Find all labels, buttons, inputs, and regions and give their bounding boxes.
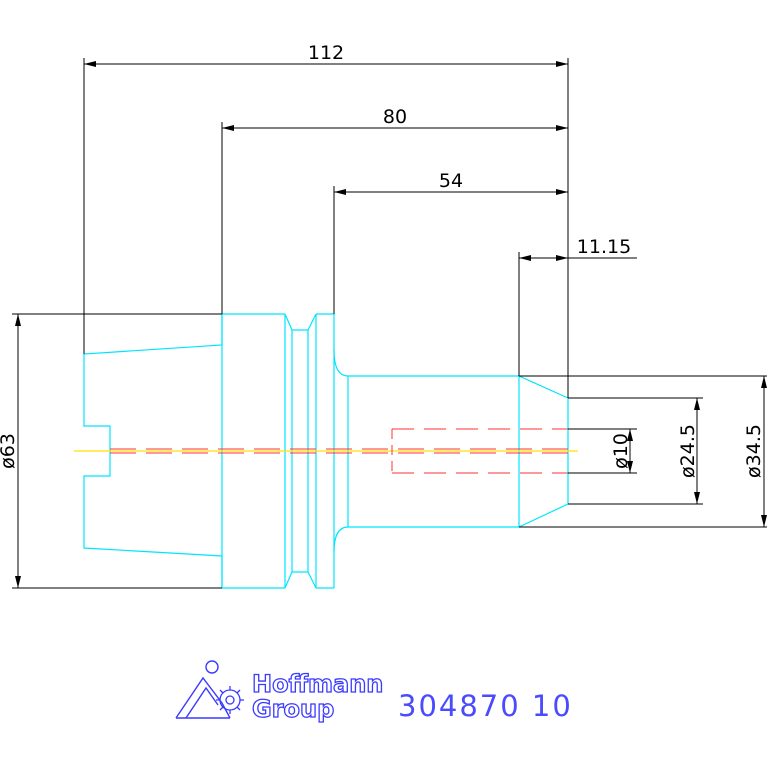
label-dia34-5: ø34.5 xyxy=(743,424,765,478)
hoffmann-logo: Hoffmann Group xyxy=(175,660,384,724)
label-dia63: ø63 xyxy=(0,433,19,469)
centerline-group xyxy=(74,428,578,474)
label-80: 80 xyxy=(383,106,407,128)
logo-line-2: Group xyxy=(252,695,334,723)
fillet-top xyxy=(333,349,349,377)
dimension-lines xyxy=(12,58,767,589)
label-112: 112 xyxy=(308,42,344,64)
part-number: 304870 10 xyxy=(398,689,573,723)
label-dia24-5: ø24.5 xyxy=(677,424,699,478)
groove-bottom xyxy=(284,571,317,589)
label-54: 54 xyxy=(439,170,463,192)
logo-line-1: Hoffmann xyxy=(252,670,383,698)
fillet-bottom xyxy=(333,526,349,553)
label-dia10: ø10 xyxy=(610,433,632,469)
label-11-15: 11.15 xyxy=(577,236,631,258)
logo-figure-icon xyxy=(175,660,231,719)
groove-top xyxy=(284,313,317,331)
logo-gear-icon xyxy=(216,686,244,714)
nose-chamfer-top xyxy=(518,375,569,399)
dimension-labels: 112 80 54 11.15 ø63 ø10 ø24.5 ø34.5 xyxy=(0,42,765,478)
nose-chamfer-bottom xyxy=(518,503,569,528)
